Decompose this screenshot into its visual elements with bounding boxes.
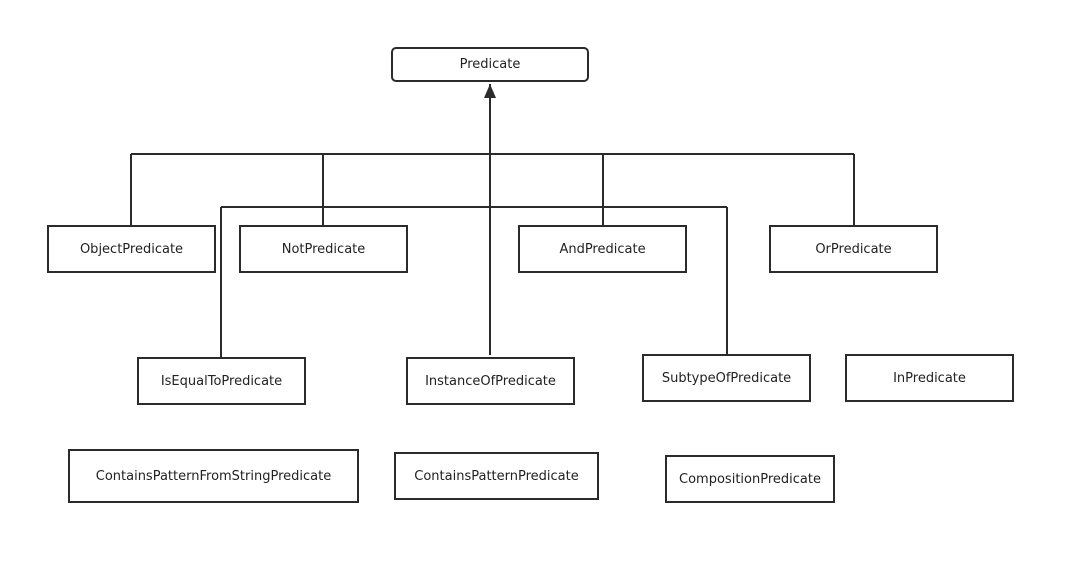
notpredicate-class-box: NotPredicate — [239, 225, 408, 273]
compositionpredicate-class-box: CompositionPredicate — [665, 455, 835, 503]
containspatternpredicate-class-box: ContainsPatternPredicate — [394, 452, 599, 500]
instanceofpredicate-class-box: InstanceOfPredicate — [406, 357, 575, 405]
orpredicate-class-box: OrPredicate — [769, 225, 938, 273]
subtypeofpredicate-class-box: SubtypeOfPredicate — [642, 354, 811, 402]
predicate-class-box: Predicate — [391, 47, 589, 82]
inpredicate-class-box: InPredicate — [845, 354, 1014, 402]
isequaltopredicate-class-box: IsEqualToPredicate — [137, 357, 306, 405]
objectpredicate-class-box: ObjectPredicate — [47, 225, 216, 273]
containspatternfromstringpredicate-class-box: ContainsPatternFromStringPredicate — [68, 449, 359, 503]
andpredicate-class-box: AndPredicate — [518, 225, 687, 273]
